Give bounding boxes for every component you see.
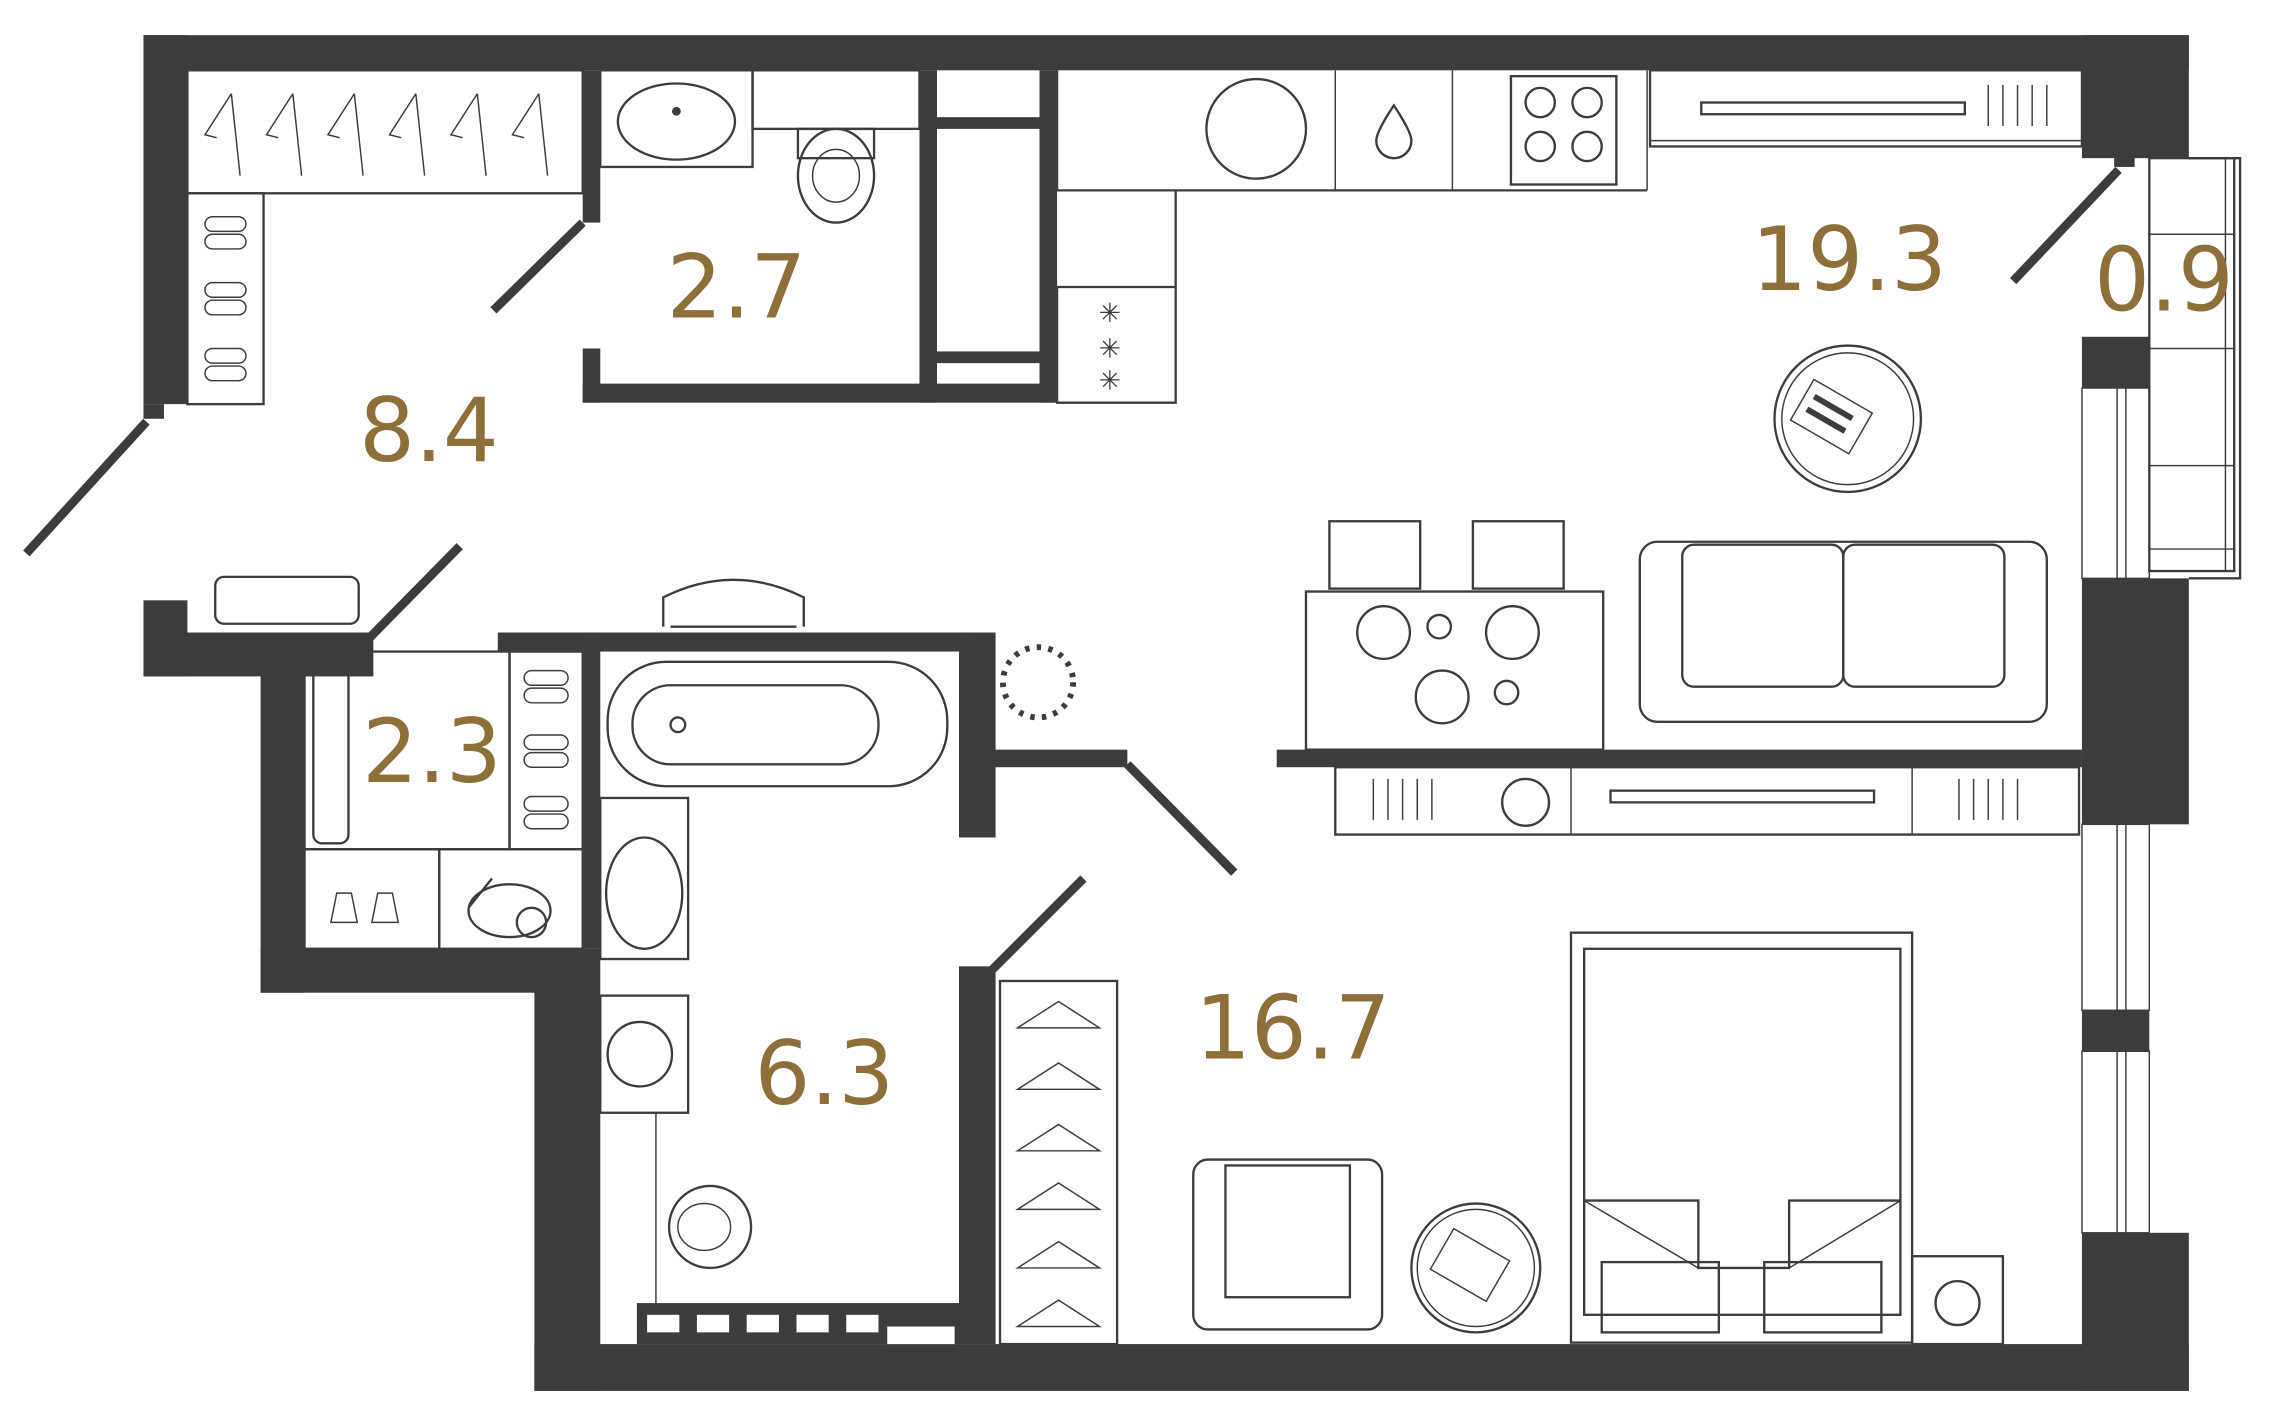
living-furniture [999, 344, 2081, 836]
shaft-vents [647, 134, 1028, 1345]
sink-icon [604, 836, 684, 950]
area-label-storage: 2.3 [362, 700, 502, 803]
svg-text:✳: ✳ [1099, 334, 1121, 363]
kitchen: ✳ ✳ ✳ [1055, 69, 2084, 404]
wc-fixtures [599, 69, 921, 224]
windows [2081, 387, 2151, 1234]
bathtub-icon [606, 660, 949, 788]
walls [143, 35, 2189, 1391]
fridge-icon: ✳ ✳ ✳ [1099, 299, 1121, 395]
bathroom-fixtures [599, 578, 949, 1304]
spray-bottle-icon [329, 892, 400, 924]
coffee-table-icon [1773, 344, 1923, 494]
slippers-icon [204, 215, 247, 382]
balcony [2148, 156, 2242, 580]
svg-text:✳: ✳ [1099, 366, 1121, 395]
area-label-hall: 8.4 [359, 379, 499, 482]
area-labels: 8.4 2.7 19.3 0.9 2.3 6.3 16.7 [359, 208, 2234, 1125]
hall-wardrobe [186, 69, 584, 625]
plant-icon [999, 644, 1077, 721]
vacuum-icon [467, 877, 552, 939]
toilet-icon [796, 127, 876, 224]
hanger-icon [203, 93, 549, 176]
hanger-icon [1015, 1000, 1103, 1328]
water-drop-icon [1375, 103, 1413, 160]
area-label-wc: 2.7 [667, 236, 807, 339]
armchair-icon [1192, 1158, 1384, 1331]
sink-icon [616, 82, 737, 161]
sofa-icon [1638, 540, 2048, 724]
area-label-balcony: 0.9 [2094, 228, 2234, 331]
coffee-table-icon [1410, 1202, 1542, 1334]
tv-stand-icon [1648, 69, 2084, 148]
area-label-bathroom: 6.3 [754, 1022, 894, 1125]
bench-icon [214, 575, 360, 625]
area-label-bedroom: 16.7 [1195, 977, 1391, 1080]
tv-stand-icon [1334, 766, 2081, 836]
stove-icon [1509, 74, 1618, 186]
bedroom-furniture [998, 931, 2005, 1346]
toilet-icon [667, 1184, 753, 1270]
bed-icon [1569, 931, 1914, 1344]
washing-machine-icon [599, 994, 690, 1114]
area-label-kitchen-living: 19.3 [1751, 208, 1947, 311]
sink-icon [1205, 77, 1308, 180]
slippers-icon [523, 669, 569, 830]
svg-text:✳: ✳ [1099, 299, 1121, 328]
dining-table-icon [1304, 520, 1605, 751]
storage-furniture [303, 650, 584, 950]
doors [23, 166, 2122, 976]
